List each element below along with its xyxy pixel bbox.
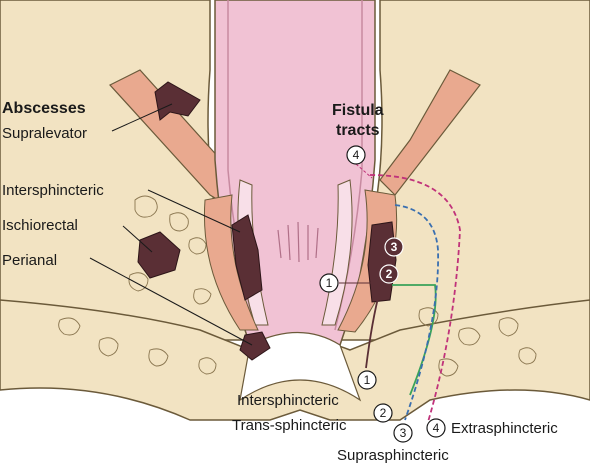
anal-columns <box>277 221 319 263</box>
tract-intersphincteric <box>365 289 381 369</box>
anal-verge <box>239 331 362 402</box>
abscess-label-perianal: Perianal <box>2 252 57 269</box>
marker-4-top: 4 <box>346 145 366 165</box>
perianal-abscess <box>239 331 271 361</box>
tract-extrasphincteric <box>369 174 461 423</box>
supralevator-abscess <box>154 81 201 121</box>
svg-text:3: 3 <box>400 426 407 440</box>
marker-2-bottom: 2 <box>373 403 393 423</box>
abscess-leaders <box>89 103 253 346</box>
svg-text:4: 4 <box>353 148 360 162</box>
fistula-tracts <box>365 174 461 423</box>
svg-text:1: 1 <box>326 276 333 290</box>
fistula-heading-line1: Fistula <box>332 102 384 119</box>
abscess-label-supralevator: Supralevator <box>2 125 87 142</box>
right-levator-muscle <box>379 69 481 196</box>
svg-text:1: 1 <box>364 373 371 387</box>
fistula-heading-line2: tracts <box>336 122 380 139</box>
tract-suprasphincteric <box>394 204 439 421</box>
marker-3-bottom: 3 <box>393 423 413 443</box>
fistula-label-extrasphincteric: Extrasphincteric <box>451 420 558 437</box>
right-abscess-pocket <box>367 221 397 303</box>
abscesses-heading: Abscesses <box>2 100 86 117</box>
abscess-label-ischiorectal: Ischiorectal <box>2 217 78 234</box>
fistula-label-suprasphincteric: Suprasphincteric <box>337 447 449 464</box>
right-internal-sphincter <box>321 179 353 326</box>
svg-text:2: 2 <box>386 267 393 281</box>
ischiorectal-abscess <box>137 231 181 279</box>
intersphincteric-abscess <box>231 214 263 301</box>
svg-text:3: 3 <box>391 240 398 254</box>
marker-1-left: 1 <box>319 273 339 293</box>
marker-1-bottom: 1 <box>357 370 377 390</box>
marker-4-bottom: 4 <box>426 418 446 438</box>
tract-transsphincteric <box>392 284 437 396</box>
fistula-leaders <box>339 163 378 284</box>
marker-3-abscess: 3 <box>384 237 404 257</box>
fistula-label-intersphincteric: Intersphincteric <box>237 392 339 409</box>
marker-2-abscess: 2 <box>379 264 399 284</box>
svg-text:4: 4 <box>433 421 440 435</box>
abscess-label-intersphincteric: Intersphincteric <box>2 182 104 199</box>
svg-text:2: 2 <box>380 406 387 420</box>
fistula-label-transsphincteric: Trans-sphincteric <box>232 417 347 434</box>
